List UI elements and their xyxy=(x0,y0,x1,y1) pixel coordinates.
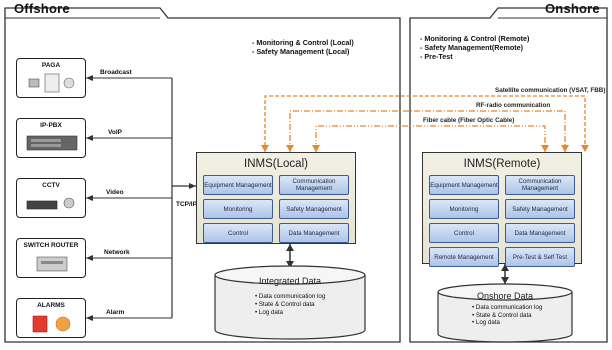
module-safety-management: Safety Management xyxy=(279,199,349,219)
module-equipment-management: Equipment Management xyxy=(203,175,273,195)
device-label: ALARMS xyxy=(37,302,65,309)
module-pre-test-self-test: Pre-Test & Self Test xyxy=(505,247,575,267)
connection-label-voip: VoIP xyxy=(108,129,122,136)
inms-local: INMS(Local) Equipment Management Communi… xyxy=(196,152,356,244)
data-item: State & Control data xyxy=(255,301,325,309)
module-data-management: Data Management xyxy=(279,223,349,243)
inms-remote-title: INMS(Remote) xyxy=(463,158,541,170)
onshore-bullet: Safety Management(Remote) xyxy=(420,43,529,52)
module-communication-management: Communication Management xyxy=(505,175,575,195)
onshore-data-title: Onshore Data xyxy=(476,291,534,301)
onshore-bullets: Monitoring & Control (Remote) Safety Man… xyxy=(420,34,529,61)
connection-label-video: Video xyxy=(106,189,124,196)
arrowhead xyxy=(501,277,509,284)
arrowhead xyxy=(86,315,93,321)
device-paga: PAGA xyxy=(16,58,86,98)
arrowhead xyxy=(86,195,93,201)
bus-label: TCP/IP xyxy=(176,201,197,208)
device-label: IP-PBX xyxy=(40,122,62,129)
link-satellite-line xyxy=(264,95,586,152)
offshore-panel-border xyxy=(4,7,401,343)
data-item: Log data xyxy=(472,319,542,327)
link-label-fiber: Fiber cable (Fiber Optic Cable) xyxy=(423,117,515,124)
connection-label-broadcast: Broadcast xyxy=(100,69,132,76)
link-rf-line xyxy=(289,110,566,152)
data-item: State & Control data xyxy=(472,312,542,320)
arrowhead xyxy=(261,145,269,152)
arrowhead xyxy=(86,135,93,141)
arrowhead xyxy=(581,145,589,152)
module-equipment-management: Equipment Management xyxy=(429,175,499,195)
module-monitoring: Monitoring xyxy=(429,199,499,219)
arrowhead xyxy=(286,244,294,251)
onshore-title: Onshore xyxy=(545,1,600,16)
integrated-data-store: Integrated Data Data communication log S… xyxy=(215,271,365,333)
offshore-bullet: Safety Management (Local) xyxy=(252,47,354,56)
onshore-bullet: Pre-Test xyxy=(420,52,529,61)
onshore-data-store: Onshore Data Data communication log Stat… xyxy=(438,288,572,350)
data-item: Data communication log xyxy=(472,304,542,312)
offshore-title: Offshore xyxy=(14,1,70,16)
link-fiber-line xyxy=(315,125,546,152)
link-label-satellite: Satellite communication (VSAT, FBB) xyxy=(495,87,606,94)
device-ip-pbx: IP-PBX xyxy=(16,118,86,158)
device-cctv: CCTV xyxy=(16,178,86,218)
arrowhead xyxy=(501,264,509,271)
arrowhead xyxy=(86,255,93,261)
module-safety-management: Safety Management xyxy=(505,199,575,219)
inms-local-title: INMS(Local) xyxy=(244,158,308,170)
link-label-rf: RF-radio communication xyxy=(476,102,551,109)
onshore-panel-border xyxy=(409,7,608,343)
server-rack-icon xyxy=(26,135,78,151)
arrowhead xyxy=(286,261,294,268)
arrowhead xyxy=(86,75,93,81)
alarm-icon xyxy=(32,315,71,333)
connection-label-network: Network xyxy=(104,249,130,256)
offshore-bullet: Monitoring & Control (Local) xyxy=(252,38,353,47)
camera-icon xyxy=(26,197,75,210)
device-label: PAGA xyxy=(41,62,61,69)
module-control: Control xyxy=(429,223,499,243)
arrowhead xyxy=(541,145,549,152)
speaker-icon xyxy=(28,73,75,93)
module-data-management: Data Management xyxy=(505,223,575,243)
arrowhead xyxy=(189,183,196,189)
device-switch-router: SWITCH ROUTER xyxy=(16,238,86,278)
module-remote-management: Remote Management xyxy=(429,247,499,267)
arrowhead xyxy=(312,145,320,152)
device-alarms: ALARMS xyxy=(16,298,86,338)
device-label: SWITCH ROUTER xyxy=(23,242,79,249)
offshore-bullets: Monitoring & Control (Local) Safety Mana… xyxy=(252,38,354,56)
arrowhead xyxy=(561,145,569,152)
arrowhead xyxy=(286,145,294,152)
onshore-bullet: Monitoring & Control (Remote) xyxy=(420,34,529,43)
device-label: CCTV xyxy=(42,182,60,189)
integrated-data-title: Integrated Data xyxy=(258,276,322,286)
inms-remote: INMS(Remote) Equipment Management Commun… xyxy=(422,152,582,267)
module-communication-management: Communication Management xyxy=(279,175,349,195)
data-item: Log data xyxy=(255,309,325,317)
module-control: Control xyxy=(203,223,273,243)
connection-label-alarm: Alarm xyxy=(106,309,125,316)
module-monitoring: Monitoring xyxy=(203,199,273,219)
router-icon xyxy=(36,256,68,272)
data-item: Data communication log xyxy=(255,293,325,301)
